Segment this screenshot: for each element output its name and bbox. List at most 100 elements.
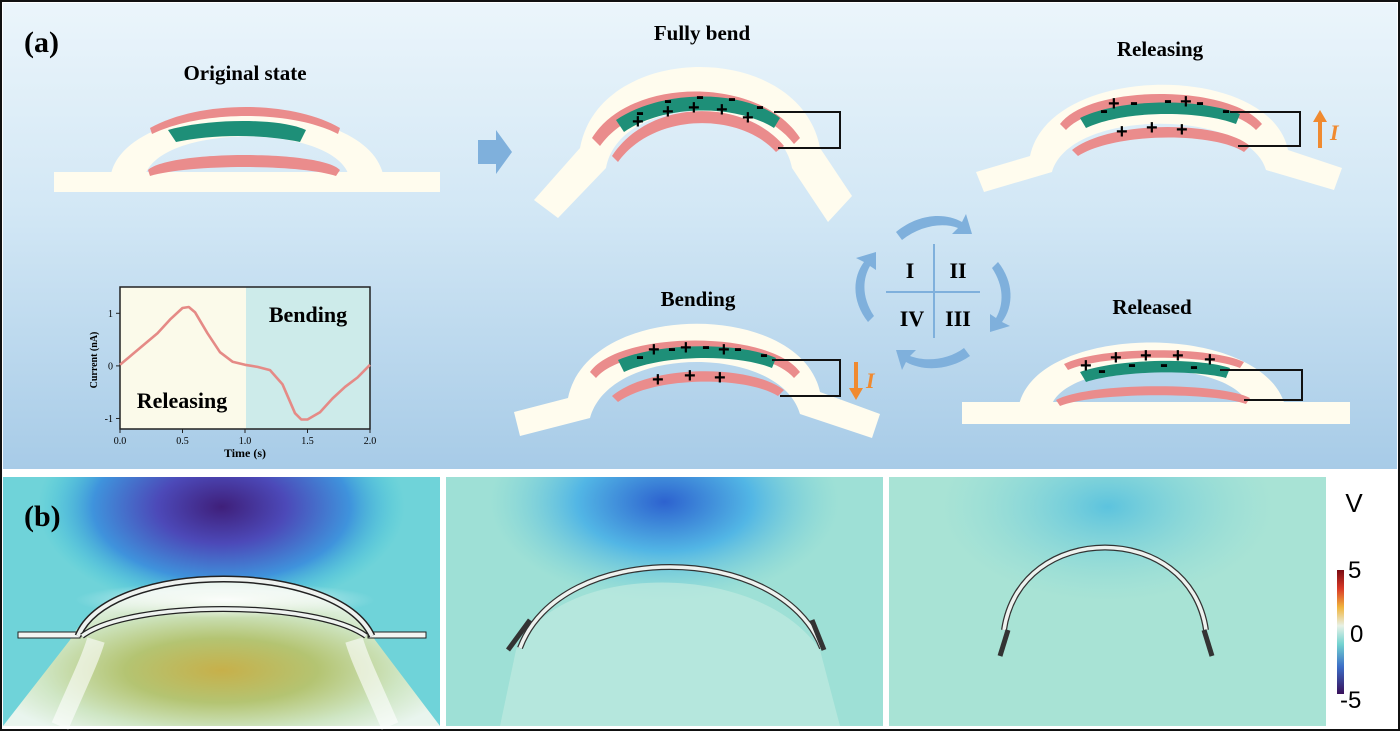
colorbar-max: 5	[1348, 557, 1361, 584]
inset-ylabel: Current (nA)	[89, 332, 100, 389]
svg-text:-: -	[756, 93, 764, 120]
y-tick-label: 1	[108, 309, 113, 320]
simulation-panel-2	[446, 477, 883, 726]
field-positive-region	[3, 580, 440, 726]
colorbar: V 5 0 -5	[1326, 477, 1397, 726]
charge-marks: ----- ++ +++	[1100, 87, 1230, 143]
panel-divider	[883, 477, 889, 726]
bottom-electrode	[612, 111, 784, 162]
x-tick-label: 1.5	[301, 436, 314, 447]
svg-text:+: +	[742, 107, 754, 129]
x-tick-label: 0.5	[176, 436, 189, 447]
panel-divider	[440, 477, 446, 726]
svg-text:+: +	[652, 369, 664, 391]
cycle-arrow-icon	[855, 252, 876, 322]
colorbar-mid: 0	[1350, 621, 1363, 648]
film	[518, 565, 824, 649]
svg-text:+: +	[680, 337, 692, 359]
external-circuit	[1220, 369, 1303, 401]
svg-text:-: -	[1196, 89, 1204, 116]
state-title-fully-bend: Fully bend	[654, 21, 751, 45]
cycle-q2: II	[949, 258, 966, 283]
top-electrode	[590, 340, 800, 378]
top-electrode	[1064, 350, 1244, 370]
charge-marks: ----- +++++	[632, 83, 764, 133]
state-title-bending: Bending	[661, 287, 736, 311]
device-original-state: Original state	[54, 61, 440, 192]
dielectric-layer	[168, 121, 306, 142]
bottom-electrode	[1072, 126, 1250, 156]
svg-text:+: +	[716, 99, 728, 121]
svg-text:+: +	[1146, 117, 1158, 139]
device-fully-bend: Fully bend ----- +++++	[534, 21, 852, 222]
cycle-diagram: I II III IV	[855, 214, 1011, 370]
x-tick-label: 2.0	[364, 436, 377, 447]
charge-marks: ---- +++++	[1080, 345, 1216, 384]
state-title-released: Released	[1112, 295, 1192, 319]
panel-b: (b) V 5 0 -5	[3, 477, 1397, 730]
shell	[534, 67, 852, 222]
film-top	[76, 577, 374, 637]
svg-text:+: +	[648, 339, 660, 361]
inset-xlabel: Time (s)	[224, 446, 266, 460]
svg-text:+: +	[1140, 345, 1152, 367]
field-zero-band	[345, 637, 399, 730]
current-down-arrow-icon	[849, 362, 863, 400]
top-electrode	[150, 107, 340, 134]
svg-text:-: -	[728, 85, 736, 112]
dielectric-layer	[616, 96, 780, 132]
svg-text:-: -	[636, 343, 644, 370]
svg-text:-: -	[1190, 353, 1198, 380]
dielectric-layer	[618, 346, 776, 372]
panel-b-label: (b)	[24, 500, 61, 533]
external-circuit	[774, 111, 841, 149]
panel-separator	[3, 469, 1397, 477]
film-leg	[997, 629, 1011, 657]
svg-text:-: -	[734, 335, 742, 362]
cycle-q4: IV	[900, 306, 925, 331]
dielectric-layer	[1080, 360, 1230, 382]
svg-text:+: +	[1108, 93, 1120, 115]
svg-text:+: +	[1172, 345, 1184, 367]
current-symbol: I	[1329, 120, 1340, 145]
svg-text:-: -	[664, 87, 672, 114]
svg-text:+: +	[688, 97, 700, 119]
svg-text:-: -	[1164, 87, 1172, 114]
charge-marks: ----- +++ +++	[636, 333, 768, 391]
svg-text:+: +	[1116, 121, 1128, 143]
substrate	[54, 172, 440, 192]
bottom-electrode	[1056, 386, 1250, 406]
colorbar-min: -5	[1340, 687, 1361, 714]
current-symbol: I	[865, 368, 876, 393]
external-circuit	[1230, 111, 1301, 147]
bottom-electrode	[612, 371, 784, 402]
svg-text:+: +	[1204, 349, 1216, 371]
state-title-original: Original state	[183, 61, 306, 85]
svg-text:-: -	[760, 341, 768, 368]
svg-text:+: +	[684, 365, 696, 387]
x-tick-label: 0.0	[114, 436, 127, 447]
svg-text:+: +	[1176, 119, 1188, 141]
field-negative-region	[889, 477, 1326, 726]
simulation-panel-1	[3, 477, 440, 730]
svg-text:+: +	[1180, 91, 1192, 113]
panel-a-label: (a)	[24, 26, 59, 59]
current-series-line	[119, 305, 371, 421]
transition-arrow-icon	[478, 130, 512, 174]
film	[1002, 545, 1208, 631]
cycle-arrow-icon	[990, 262, 1011, 332]
cycle-arrow-icon	[896, 214, 972, 240]
svg-text:-: -	[1160, 351, 1168, 378]
shell	[514, 323, 880, 438]
state-title-releasing: Releasing	[1117, 37, 1204, 61]
cycle-q3: III	[945, 306, 971, 331]
colorbar-unit: V	[1345, 488, 1363, 518]
film-leg	[1201, 629, 1215, 657]
svg-text:-: -	[696, 83, 704, 110]
region-bending-bg	[246, 287, 370, 429]
film-bottom	[80, 607, 368, 638]
svg-text:+: +	[632, 111, 644, 133]
svg-text:+: +	[1080, 355, 1092, 377]
